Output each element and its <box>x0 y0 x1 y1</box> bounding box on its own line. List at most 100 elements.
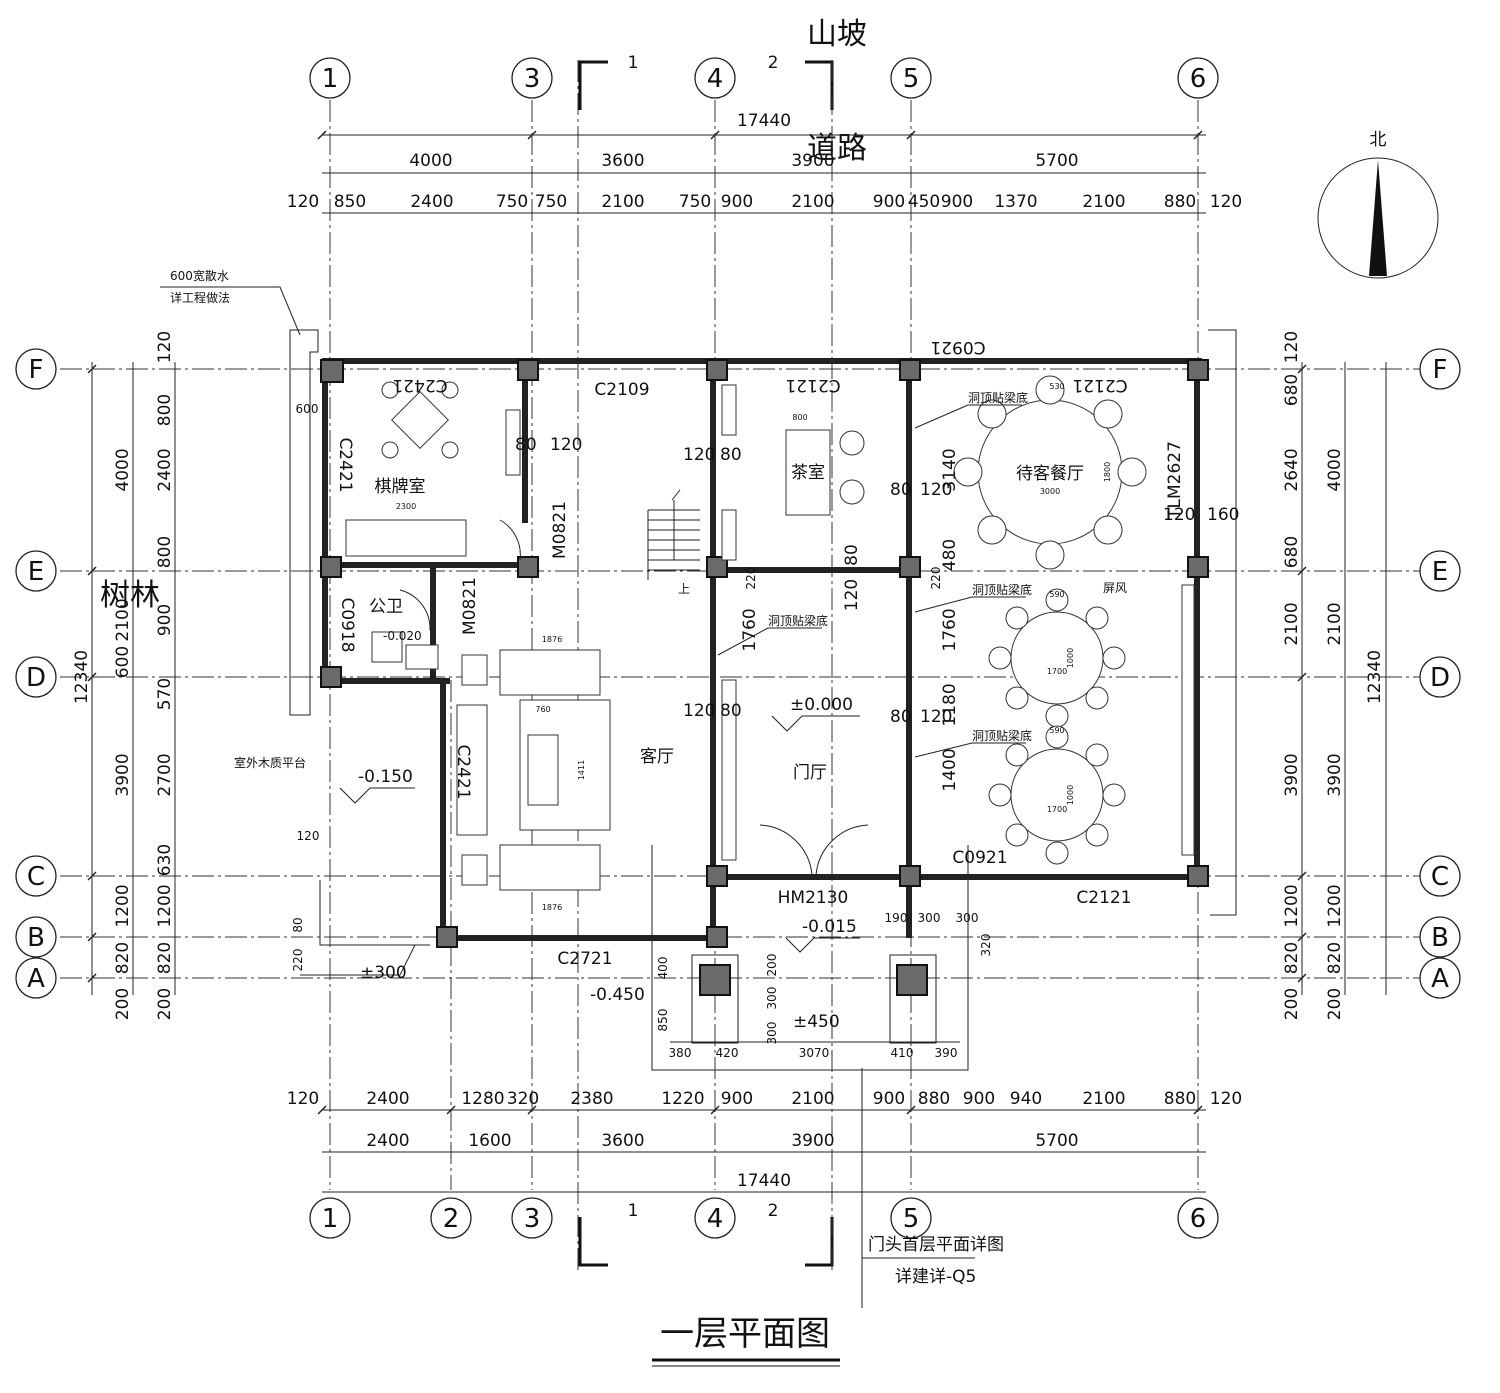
svg-text:880: 880 <box>1164 192 1196 212</box>
room-screen: 屏风 <box>1103 581 1127 595</box>
svg-text:1200: 1200 <box>1282 884 1302 927</box>
dining-round-table-lower <box>988 725 1126 865</box>
grid-bubble-B-left: B <box>15 916 57 958</box>
dim-top-span-2: 3600 <box>601 151 644 171</box>
svg-text:1400: 1400 <box>940 748 960 791</box>
grid-bubble-F-right: F <box>1419 348 1461 390</box>
dining-round-table-large <box>953 375 1147 570</box>
walls <box>322 358 1202 942</box>
dims-top: 17440 4000 3600 3900 5700 120 850 2400 7… <box>287 111 1242 214</box>
svg-text:120: 120 <box>842 579 862 611</box>
dim-ticks <box>87 130 1307 1115</box>
cabinet-icon <box>505 409 521 476</box>
svg-text:940: 940 <box>1010 1089 1042 1109</box>
grid-bubble-5-bottom: 5 <box>890 1197 932 1239</box>
svg-text:200: 200 <box>113 988 133 1020</box>
grid-bubbles: 1 3 4 5 6 1 2 3 4 5 6 F E D C B A F E D … <box>15 57 1461 1239</box>
svg-text:80: 80 <box>842 544 862 566</box>
svg-text:80: 80 <box>515 435 537 455</box>
svg-text:3900: 3900 <box>113 753 133 796</box>
opening-c2421-left: C2421 <box>335 437 355 492</box>
svg-text:80: 80 <box>890 707 912 727</box>
svg-text:5: 5 <box>903 1204 920 1234</box>
svg-text:750: 750 <box>535 192 567 212</box>
svg-text:190: 190 <box>885 911 908 925</box>
dim-right-detail: 120 680 2640 680 2100 3900 1200 820 200 <box>1282 331 1302 1020</box>
svg-text:3070: 3070 <box>799 1046 830 1060</box>
svg-text:A: A <box>27 964 45 994</box>
scatter-water-left <box>289 329 319 716</box>
dim-bottom-detail: 120 2400 1280 320 2380 1220 900 2100 900… <box>287 1089 1242 1109</box>
opening-c2421-mid: C2421 <box>453 744 473 799</box>
dim-left-80: 80 <box>291 917 305 932</box>
svg-text:80: 80 <box>890 480 912 500</box>
svg-text:1411: 1411 <box>577 760 586 780</box>
svg-text:120: 120 <box>683 701 715 721</box>
opening-c2421-top: C2421 <box>392 375 447 395</box>
svg-text:3000: 3000 <box>1040 487 1060 496</box>
svg-text:1760: 1760 <box>740 608 760 651</box>
svg-text:B: B <box>1431 923 1449 953</box>
opening-c2109: C2109 <box>594 380 649 400</box>
grid-bubble-A-right: A <box>1419 957 1461 999</box>
svg-text:D: D <box>26 663 46 693</box>
dim-right-spans: 4000 2100 3900 1200 820 200 <box>1325 448 1345 1020</box>
grid-bubble-3-top: 3 <box>511 57 553 99</box>
svg-text:120: 120 <box>683 445 715 465</box>
svg-text:320: 320 <box>507 1089 539 1109</box>
svg-text:2100: 2100 <box>1082 192 1125 212</box>
tea-table-icon <box>785 429 831 516</box>
dim-top-span-4: 5700 <box>1035 151 1078 171</box>
furniture <box>345 381 1195 891</box>
dim-bottom-span-4: 3900 <box>791 1131 834 1151</box>
svg-text:880: 880 <box>918 1089 950 1109</box>
room-foyer: 门厅 <box>793 763 827 783</box>
svg-text:1180: 1180 <box>940 683 960 726</box>
opening-m0821-a: M0821 <box>550 501 570 559</box>
svg-text:160: 160 <box>1207 505 1239 525</box>
level-h450: ±450 <box>793 1012 840 1032</box>
svg-text:1000: 1000 <box>1066 648 1075 668</box>
svg-text:120: 120 <box>1163 505 1195 525</box>
svg-text:680: 680 <box>1282 536 1302 568</box>
dim-top-span-1: 4000 <box>409 151 452 171</box>
callout-scatter: 600宽散水 详工程做法 <box>160 268 301 336</box>
top-note-road: 道路 <box>807 131 867 166</box>
svg-text:2100: 2100 <box>113 598 133 641</box>
svg-text:200: 200 <box>1282 988 1302 1020</box>
svg-text:600宽散水: 600宽散水 <box>170 268 229 283</box>
svg-text:1200: 1200 <box>155 884 175 927</box>
svg-text:C: C <box>27 862 45 892</box>
svg-text:2400: 2400 <box>155 448 175 491</box>
svg-text:详工程做法: 详工程做法 <box>170 290 230 305</box>
svg-text:1876: 1876 <box>542 903 562 912</box>
dim-bottom-span-1: 2400 <box>366 1131 409 1151</box>
svg-text:120: 120 <box>920 707 952 727</box>
grid-bubble-5-top: 5 <box>890 57 932 99</box>
svg-text:380: 380 <box>669 1046 692 1060</box>
svg-text:530: 530 <box>1049 382 1064 391</box>
coffee-table-icon <box>527 734 559 806</box>
svg-text:120: 120 <box>297 829 320 843</box>
sofa-icon <box>345 519 467 557</box>
callout-detail: 门头首层平面详图 详建详-Q5 <box>861 1068 1004 1308</box>
inner-dims: 120 80 120 80 80 120 120 80 80 120 120 1… <box>296 382 1240 956</box>
svg-text:410: 410 <box>891 1046 914 1060</box>
svg-text:450: 450 <box>908 192 940 212</box>
opening-c2121-top-2: C2121 <box>1072 375 1127 395</box>
dims-right: 12340 120 680 2640 680 2100 3900 1200 82… <box>1282 331 1387 1020</box>
dim-right-total: 12340 <box>1365 650 1385 704</box>
level-marks: -0.150 -0.020 ±0.000 -0.015 -0.450 ±300 … <box>339 629 860 1032</box>
svg-text:800: 800 <box>792 413 807 422</box>
section-label-1-top: 1 <box>628 53 639 73</box>
dims-left: 12340 4000 2100 600 3900 1200 820 200 12… <box>72 331 305 1020</box>
svg-text:120: 120 <box>1282 331 1302 363</box>
dim-left-detail: 120 800 2400 800 900 570 2700 630 1200 8… <box>113 331 175 1020</box>
svg-text:120: 120 <box>550 435 582 455</box>
svg-text:1200: 1200 <box>113 884 133 927</box>
svg-text:2700: 2700 <box>155 753 175 796</box>
room-dining: 待客餐厅 <box>1016 464 1084 484</box>
dim-left-total: 12340 <box>72 650 92 704</box>
section-label-2-bottom: 2 <box>768 1201 779 1221</box>
